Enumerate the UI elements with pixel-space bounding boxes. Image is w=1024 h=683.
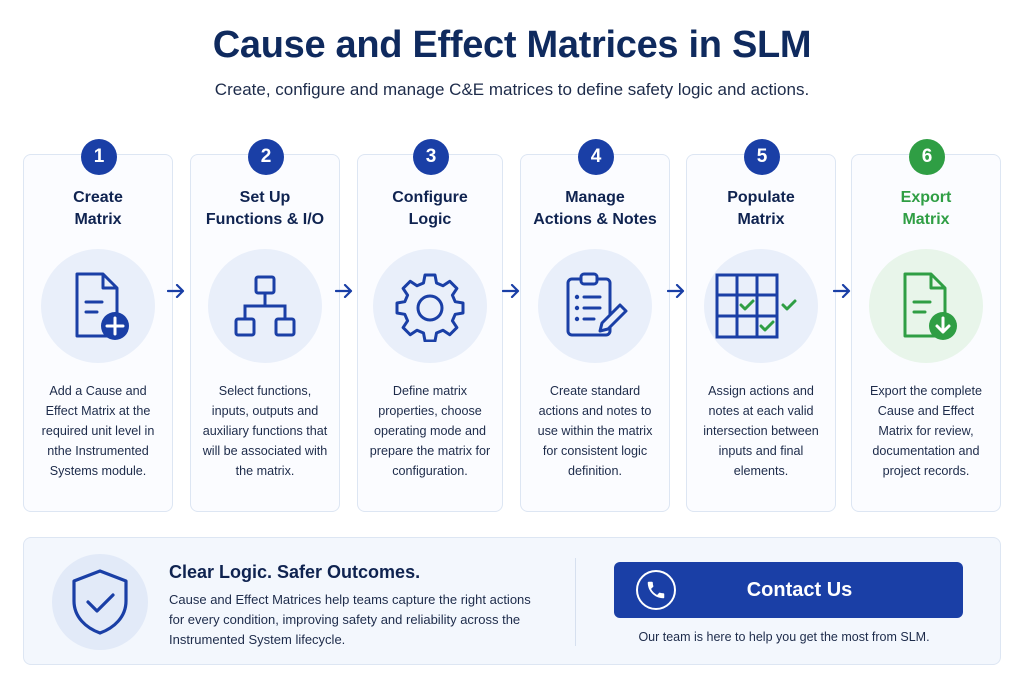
page-subtitle: Create, configure and manage C&E matrice… [214, 80, 810, 99]
step-description: Select functions, inputs, outputs and au… [202, 384, 328, 478]
step-description: Add a Cause and Effect Matrix at the req… [41, 384, 155, 478]
step-number-badge: 1 [81, 139, 117, 175]
document-add-icon [41, 249, 155, 363]
arrow-right-icon [833, 284, 851, 298]
arrow-right-icon [502, 284, 520, 298]
arrow-right-icon [667, 284, 685, 298]
grid-check-icon [704, 249, 818, 363]
divider [575, 558, 576, 646]
contact-us-label: Contact Us [746, 578, 853, 601]
document-download-icon [869, 249, 983, 363]
step-number-badge: 2 [248, 139, 284, 175]
step-number-badge: 4 [578, 139, 614, 175]
phone-icon [636, 570, 676, 610]
step-number-badge: 3 [413, 139, 449, 175]
gear-icon [373, 249, 487, 363]
arrow-right-icon [335, 284, 353, 298]
footer-text: Cause and Effect Matrices help teams cap… [169, 592, 531, 647]
footer-panel: Clear Logic. Safer Outcomes. Cause and E… [23, 537, 1001, 665]
checklist-edit-icon [538, 249, 652, 363]
step-description: Define matrix properties, choose operati… [369, 384, 491, 478]
step-description: Assign actions and notes at each valid i… [703, 384, 819, 478]
step-number-badge: 5 [744, 139, 780, 175]
step-description: Export the complete Cause and Effect Mat… [869, 384, 982, 478]
hierarchy-icon [208, 249, 322, 363]
arrow-right-icon [167, 284, 185, 298]
footer-heading: Clear Logic. Safer Outcomes. [169, 562, 421, 582]
page-title: Cause and Effect Matrices in SLM [212, 24, 812, 66]
contact-note: Our team is here to help you get the mos… [638, 630, 930, 644]
shield-check-icon [52, 554, 148, 650]
step-number-badge: 6 [909, 139, 945, 175]
step-description: Create standard actions and notes to use… [537, 384, 653, 478]
contact-us-button[interactable]: Contact Us [614, 562, 963, 618]
